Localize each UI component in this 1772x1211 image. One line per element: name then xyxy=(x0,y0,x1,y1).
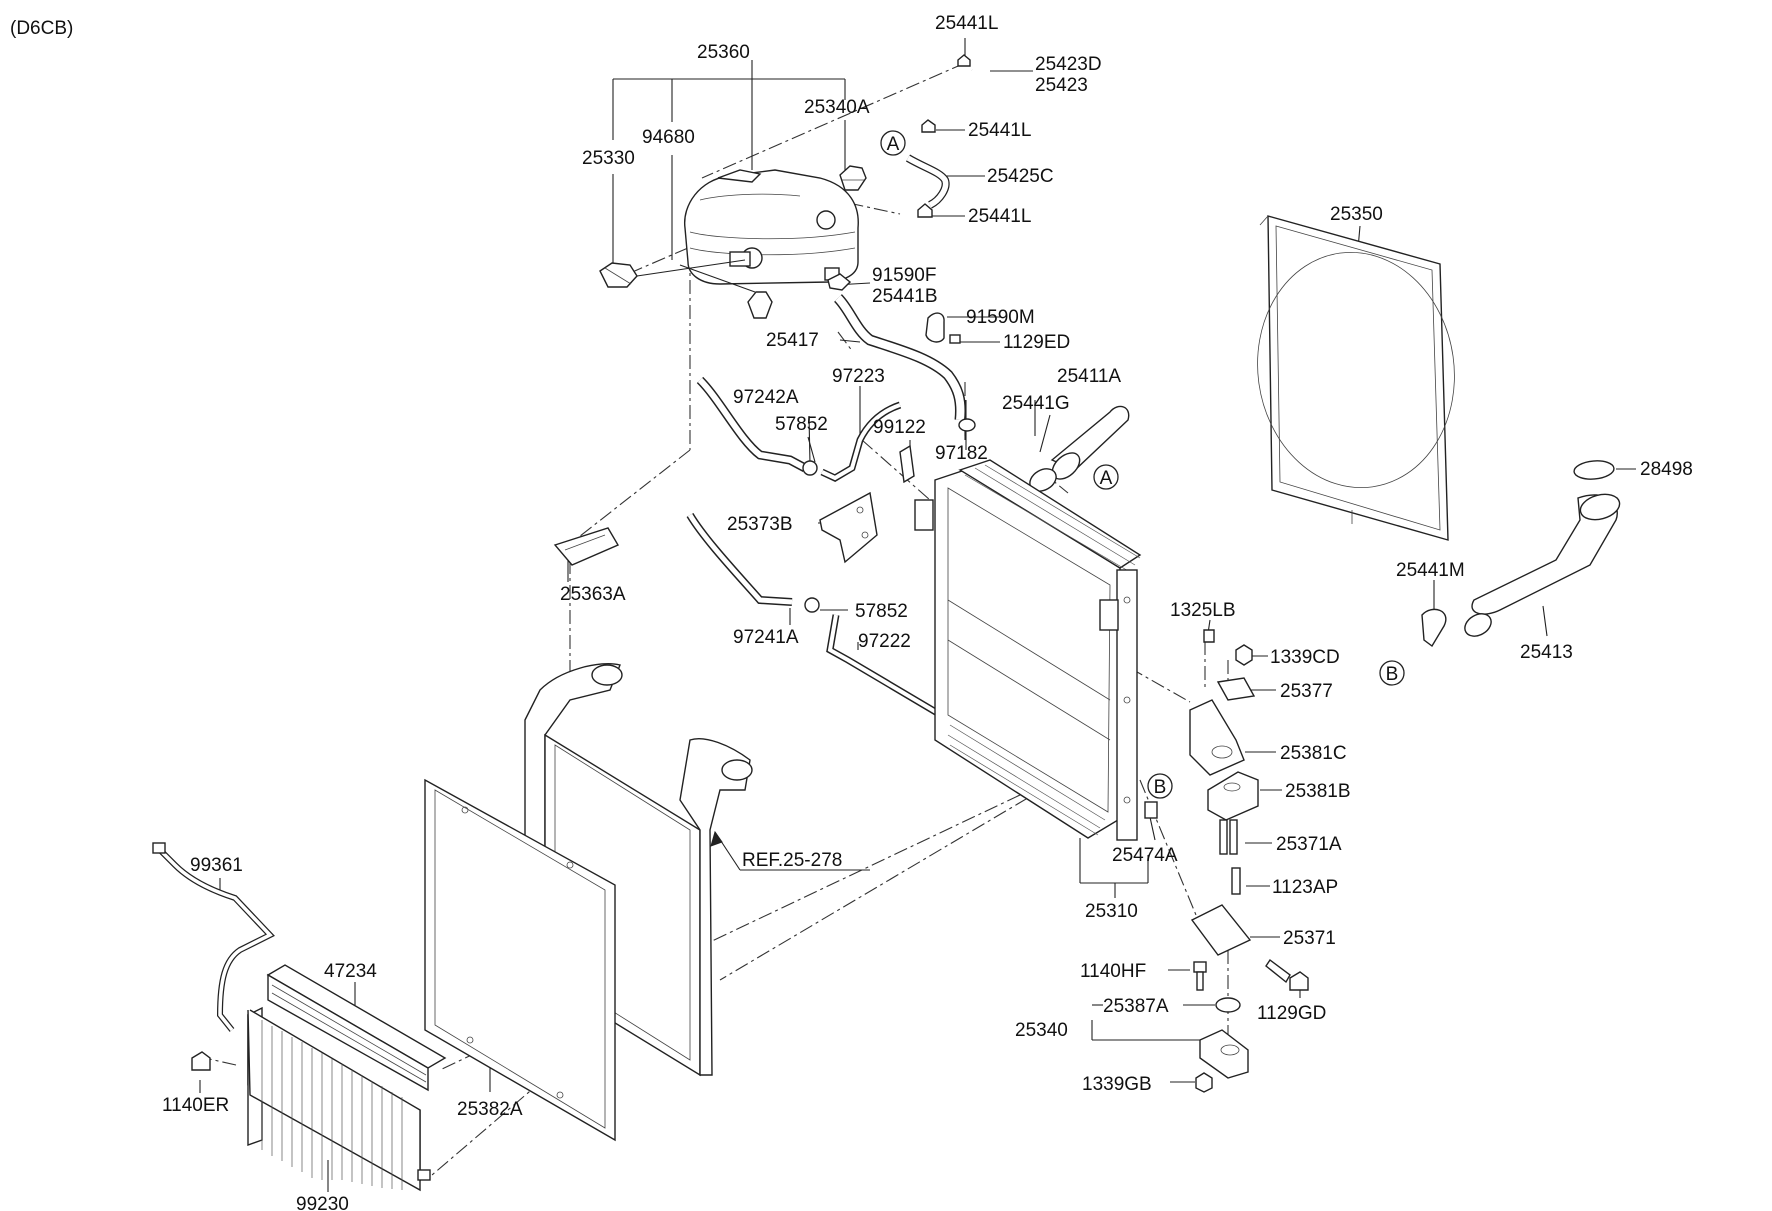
label-25474A: 25474A xyxy=(1112,845,1178,866)
ref-marker-b-radiator-label: B xyxy=(1154,777,1167,798)
bracket-25363A-drawing xyxy=(553,527,620,566)
label-97222: 97222 xyxy=(858,631,911,652)
nut-1339CD-drawing xyxy=(1235,644,1253,666)
hose-25425C-drawing xyxy=(905,154,950,218)
label-25411A: 25411A xyxy=(1057,366,1121,387)
plate-25377-drawing xyxy=(1216,677,1256,701)
label-57852-top: 57852 xyxy=(775,414,828,435)
label-25381C: 25381C xyxy=(1280,743,1347,764)
hose-25413-drawing xyxy=(1421,460,1621,648)
label-25441B: 25441B xyxy=(872,286,938,307)
label-1140HF: 1140HF xyxy=(1080,961,1146,982)
bolt-25371A-drawing xyxy=(1219,819,1238,855)
engine-code: (D6CB) xyxy=(10,18,73,39)
label-25387A: 25387A xyxy=(1103,996,1169,1017)
label-97242A: 97242A xyxy=(733,387,799,408)
fan-shroud-drawing xyxy=(1257,215,1455,541)
ref-marker-a-right: A xyxy=(1093,464,1119,490)
ref-marker-b-left: B xyxy=(1379,660,1405,686)
bolt-1325LB-drawing xyxy=(1203,629,1215,643)
bolt-1129GD-drawing xyxy=(1265,958,1309,991)
label-25363A: 25363A xyxy=(560,584,626,605)
label-1140ER: 1140ER xyxy=(162,1095,229,1116)
oil-cooler-47234-drawing xyxy=(266,964,447,1092)
label-25382A: 25382A xyxy=(457,1099,523,1120)
label-25377: 25377 xyxy=(1280,681,1333,702)
label-1339GB: 1339GB xyxy=(1082,1074,1152,1095)
label-25417: 25417 xyxy=(766,330,819,351)
ref-marker-b-radiator: B xyxy=(1147,773,1173,799)
reservoir-tank-drawing xyxy=(684,169,859,285)
hose-25411A-drawing xyxy=(1029,405,1130,492)
label-25371A: 25371A xyxy=(1276,834,1342,855)
drain-plug-25474A-drawing xyxy=(1144,801,1158,819)
label-25441M: 25441M xyxy=(1396,560,1465,581)
label-99122: 99122 xyxy=(873,417,926,438)
label-25373B: 25373B xyxy=(727,514,793,535)
bracket-25371-drawing xyxy=(1190,904,1252,956)
label-25441L-top: 25441L xyxy=(935,13,998,34)
label-99230: 99230 xyxy=(296,1194,349,1211)
clip-91590F-drawing xyxy=(827,273,852,291)
mount-25381B-drawing xyxy=(1207,771,1259,821)
label-25350: 25350 xyxy=(1330,204,1383,225)
label-1129ED: 1129ED xyxy=(1003,332,1070,353)
label-25371: 25371 xyxy=(1283,928,1336,949)
level-sensor-drawing xyxy=(679,264,773,319)
bracket-25381C-drawing xyxy=(1189,699,1245,776)
part-labels: 25441L 25423D 25423 25360 25340A 94680 2… xyxy=(162,13,1693,1211)
ref-marker-b-left-label: B xyxy=(1386,664,1399,685)
label-99361: 99361 xyxy=(190,855,243,876)
radiator-core-drawing xyxy=(914,459,1142,841)
label-25423D: 25423D xyxy=(1035,54,1102,75)
label-25340A: 25340A xyxy=(804,97,870,118)
label-97223: 97223 xyxy=(832,366,885,387)
label-25330: 25330 xyxy=(582,148,635,169)
clamp-91590M-drawing xyxy=(925,312,961,344)
label-25381B: 25381B xyxy=(1285,781,1351,802)
label-47234: 47234 xyxy=(324,961,377,982)
label-57852-low: 57852 xyxy=(855,601,908,622)
bracket-25340-drawing xyxy=(1199,1029,1249,1079)
label-25423: 25423 xyxy=(1035,75,1088,96)
bolt-1140ER-drawing xyxy=(191,1051,211,1071)
label-25441L-mid: 25441L xyxy=(968,120,1031,141)
label-1123AP: 1123AP xyxy=(1272,877,1338,898)
frame-25382A-drawing xyxy=(424,778,616,1142)
bracket-25373B-drawing xyxy=(819,491,878,564)
ref-marker-a-right-label: A xyxy=(1100,468,1113,489)
label-1325LB: 1325LB xyxy=(1170,600,1236,621)
hose-25417-drawing xyxy=(833,294,976,432)
radiator-cap-drawing xyxy=(599,259,746,288)
vent-hose-25423-drawing xyxy=(921,54,985,133)
label-91590F: 91590F xyxy=(872,265,936,286)
label-97241A: 97241A xyxy=(733,627,799,648)
label-97182: 97182 xyxy=(935,443,988,464)
label-25413: 25413 xyxy=(1520,642,1573,663)
label-1339CD: 1339CD xyxy=(1270,647,1340,668)
condenser-99230-drawing xyxy=(247,1006,431,1192)
label-25340: 25340 xyxy=(1015,1020,1068,1041)
bushing-25387A-drawing xyxy=(1215,997,1241,1013)
bolt-1123AP-drawing xyxy=(1231,867,1241,895)
label-25441L-low: 25441L xyxy=(968,206,1031,227)
bolt-1140HF-drawing xyxy=(1193,961,1207,991)
ref-marker-a-top-label: A xyxy=(887,134,900,155)
label-1129GD: 1129GD xyxy=(1257,1003,1326,1024)
label-25425C: 25425C xyxy=(987,166,1054,187)
label-25360: 25360 xyxy=(697,42,750,63)
hoses-97242A-97223-drawing xyxy=(696,376,915,484)
label-94680: 94680 xyxy=(642,127,695,148)
label-25310: 25310 xyxy=(1085,901,1138,922)
ref-marker-a-top: A xyxy=(880,130,906,156)
ac-hose-99361-drawing xyxy=(152,842,275,1032)
reference-note: REF.25-278 xyxy=(742,850,842,871)
filler-cap-drawing xyxy=(839,165,867,191)
nut-1339GB-drawing xyxy=(1195,1072,1213,1093)
label-91590M: 91590M xyxy=(966,307,1035,328)
label-28498: 28498 xyxy=(1640,459,1693,480)
label-25441G: 25441G xyxy=(1002,393,1070,414)
